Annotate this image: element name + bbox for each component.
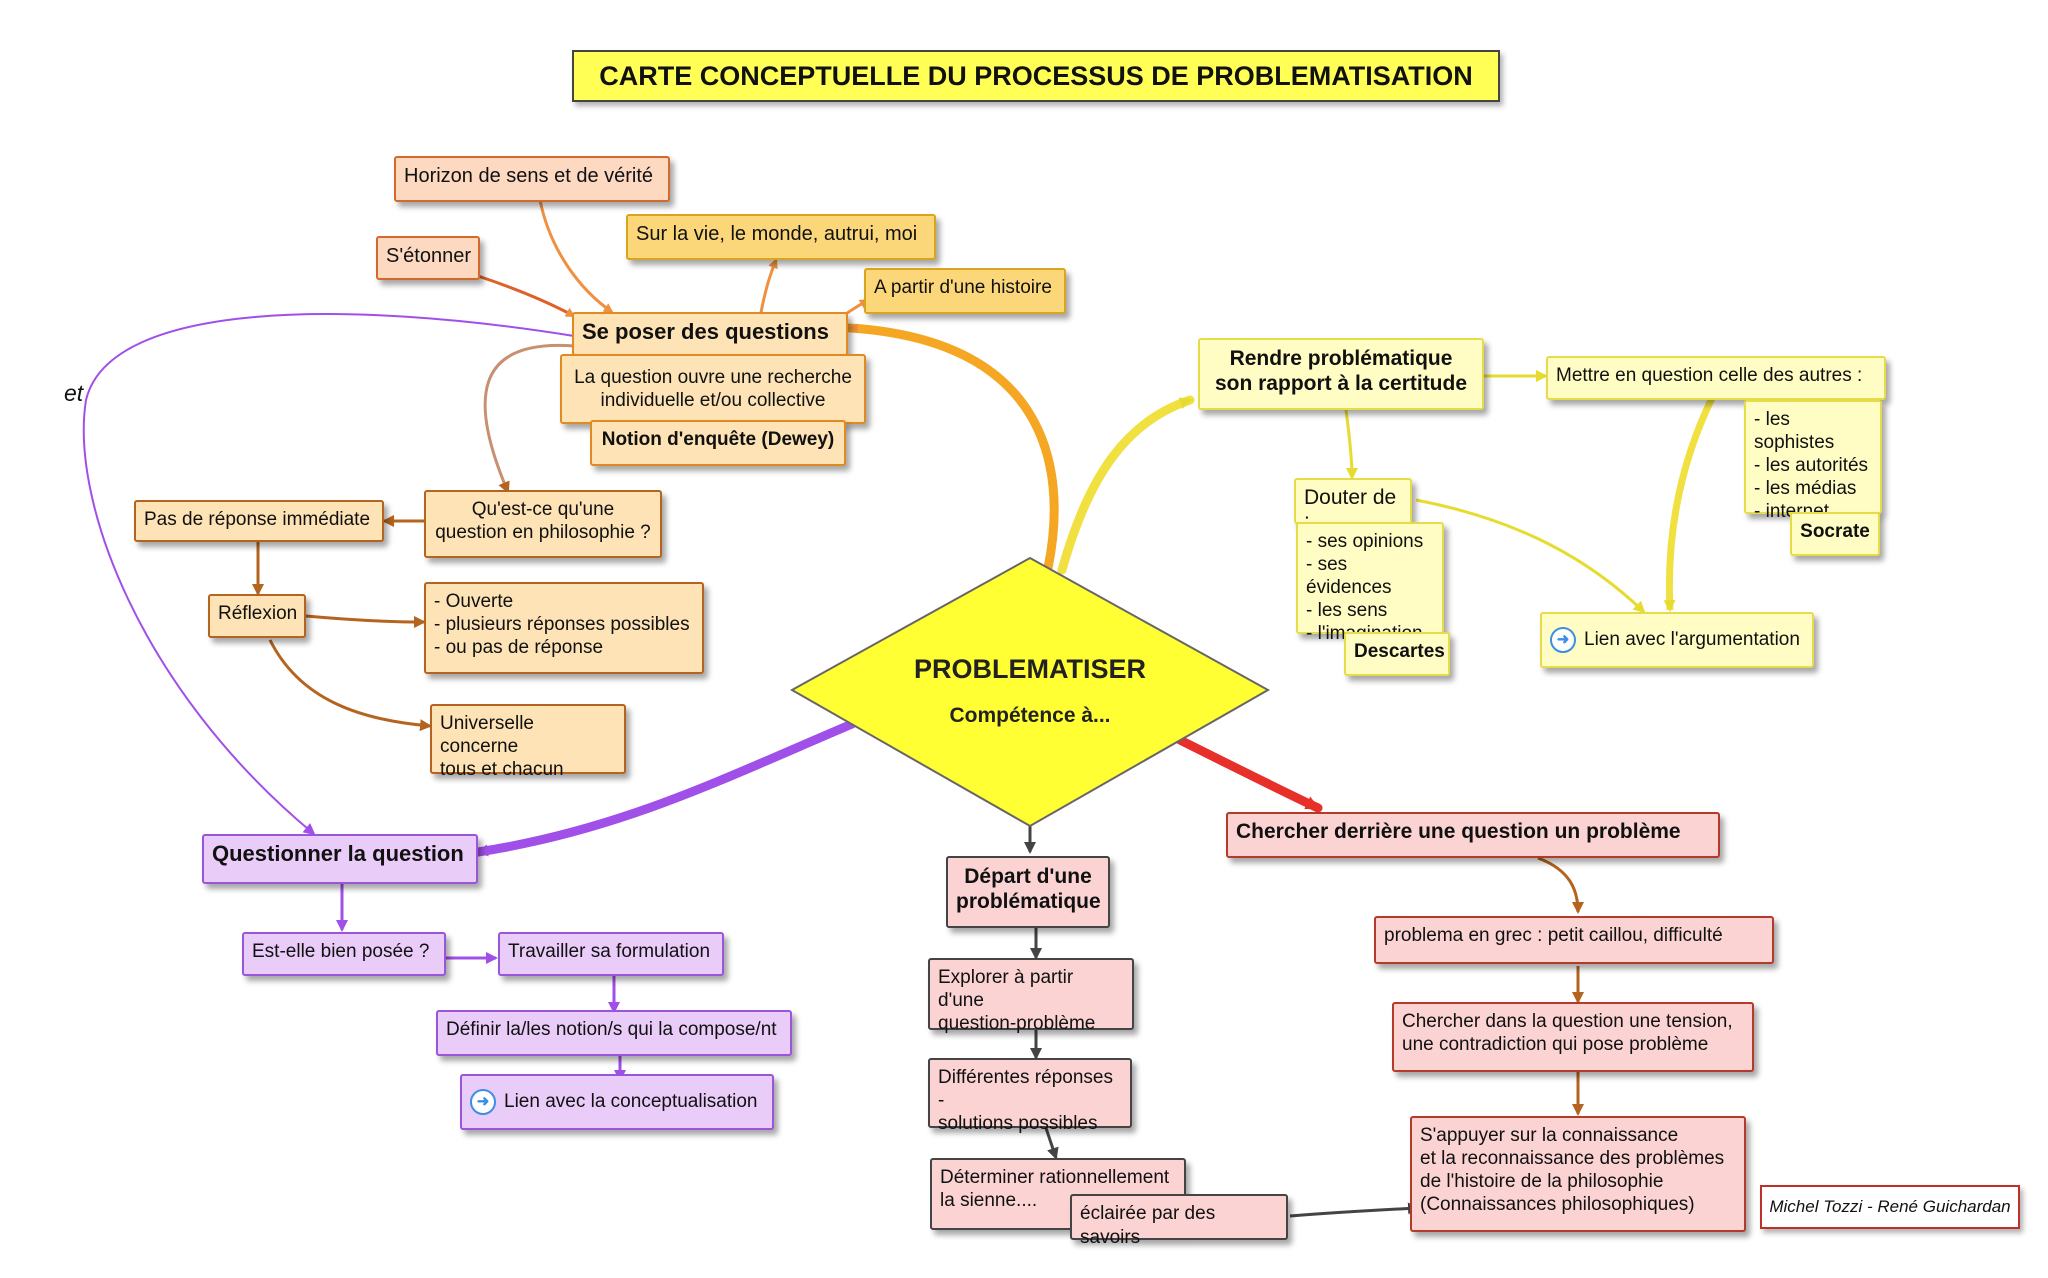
branch-red [1175, 735, 1323, 813]
node-notion-enquete[interactable]: Notion d'enquête (Dewey) [590, 420, 846, 466]
node-setonner[interactable]: S'étonner [376, 236, 480, 280]
node-pas-de-reponse[interactable]: Pas de réponse immédiate [134, 500, 384, 542]
node-opinions[interactable]: - ses opinions - ses évidences - les sen… [1296, 522, 1444, 644]
node-douter[interactable]: Douter de : [1294, 478, 1412, 533]
node-a-partir-histoire[interactable]: A partir d'une histoire [864, 268, 1066, 314]
node-lien-conceptualisation-label: Lien avec la conceptualisation [504, 1091, 758, 1112]
node-se-poser[interactable]: Se poser des questions [572, 312, 848, 356]
node-problema[interactable]: problema en grec : petit caillou, diffic… [1374, 916, 1774, 964]
node-sur-la-vie[interactable]: Sur la vie, le monde, autrui, moi [626, 214, 936, 260]
node-tension[interactable]: Chercher dans la question une tension, u… [1392, 1002, 1754, 1072]
et-label: et [64, 380, 84, 406]
node-socrate[interactable]: Socrate [1790, 512, 1880, 556]
node-eclairee[interactable]: éclairée par des savoirs [1070, 1194, 1288, 1248]
node-questionner[interactable]: Questionner la question [202, 834, 478, 884]
node-ouverte[interactable]: - Ouverte - plusieurs réponses possibles… [424, 582, 704, 674]
node-mettre-en-question[interactable]: Mettre en question celle des autres : [1546, 356, 1886, 400]
center-sublabel: Compétence à... [949, 704, 1111, 727]
branch-orange [845, 323, 1059, 573]
node-rendre-problematique[interactable]: Rendre problématique son rapport à la ce… [1198, 338, 1484, 410]
node-lien-argumentation[interactable]: ➜ Lien avec l'argumentation [1540, 612, 1814, 668]
node-explorer[interactable]: Explorer à partir d'une question-problèm… [928, 958, 1134, 1034]
node-horizon[interactable]: Horizon de sens et de vérité [394, 156, 670, 202]
node-lien-argumentation-label: Lien avec l'argumentation [1584, 629, 1800, 650]
branch-yellow [1057, 395, 1195, 575]
node-definir[interactable]: Définir la/les notion/s qui la compose/n… [436, 1010, 792, 1056]
arrow-circle-icon: ➜ [470, 1088, 496, 1115]
node-differentes[interactable]: Différentes réponses - solutions possibl… [928, 1058, 1132, 1134]
node-question-ouvre[interactable]: La question ouvre une recherche individu… [560, 354, 866, 424]
node-reflexion[interactable]: Réflexion [208, 594, 306, 638]
node-bien-posee[interactable]: Est-elle bien posée ? [242, 932, 446, 976]
node-sappuyer[interactable]: S'appuyer sur la connaissance et la reco… [1410, 1116, 1746, 1232]
node-lien-conceptualisation[interactable]: ➜ Lien avec la conceptualisation [460, 1074, 774, 1130]
page-title: CARTE CONCEPTUELLE DU PROCESSUS DE PROBL… [572, 50, 1500, 102]
center-label: PROBLEMATISER [913, 654, 1146, 684]
node-universelle[interactable]: Universelle concerne tous et chacun [430, 704, 626, 780]
node-depart[interactable]: Départ d'une problématique [946, 856, 1110, 928]
node-chercher[interactable]: Chercher derrière une question un problè… [1226, 812, 1720, 858]
branch-purple [473, 719, 857, 857]
node-travailler[interactable]: Travailler sa formulation [498, 932, 724, 976]
credit-label: Michel Tozzi - René Guichardan [1760, 1185, 2020, 1229]
node-descartes[interactable]: Descartes [1344, 632, 1450, 676]
node-sophistes[interactable]: - les sophistes - les autorités - les mé… [1744, 400, 1882, 522]
node-quest-ce[interactable]: Qu'est-ce qu'une question en philosophie… [424, 490, 662, 558]
arrow-circle-icon: ➜ [1550, 626, 1576, 653]
center-diamond [789, 556, 1271, 828]
